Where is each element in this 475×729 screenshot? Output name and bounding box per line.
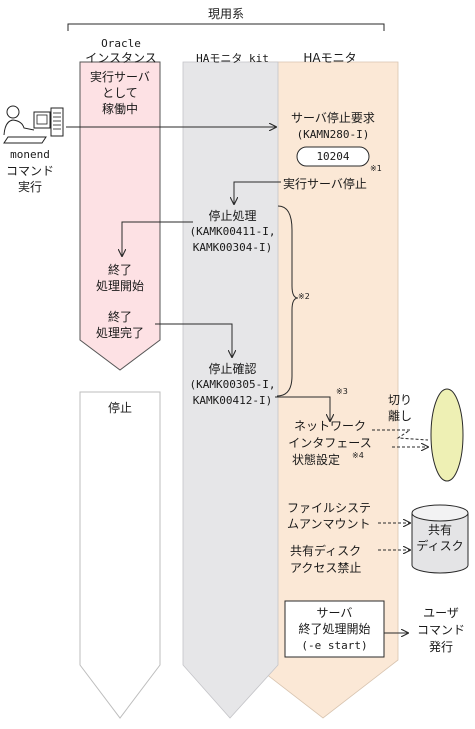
message-id: 10204 <box>316 150 350 163</box>
user-terminal-icon <box>3 105 64 144</box>
arrow-stop-process <box>122 221 193 256</box>
lan-ellipse <box>430 388 464 482</box>
oracle-running-line2: として <box>102 86 138 100</box>
kit-stop-confirm-line3: KAMK00412-I) <box>192 394 273 407</box>
user-cmd-line2: コマンド <box>416 623 465 637</box>
kit-stop-confirm-line2: (KAMK00305-I, <box>189 378 276 391</box>
hamon-network-line1: ネットワーク <box>293 419 366 433</box>
kit-stop-process-line2: (KAMK00411-I, <box>189 225 276 238</box>
hamon-disk-ban-line2: アクセス禁止 <box>290 561 362 575</box>
hamon-network-line3: 状態設定 <box>292 453 341 467</box>
hamon-unmount-line1: ファイルシステ <box>287 501 372 515</box>
note-1: ※1 <box>370 164 382 173</box>
arrow-exec-stop <box>234 181 281 204</box>
oracle-end-done-line1: 終了 <box>107 310 132 324</box>
message-id-box <box>296 146 370 167</box>
hamon-unmount-line2: ムアンマウント <box>287 517 371 531</box>
user-cmd-line1: ユーザ <box>423 606 459 620</box>
server-end-line1: サーバ <box>316 606 353 620</box>
user-command: monend <box>10 148 50 161</box>
oracle-title-line1: Oracle <box>101 37 141 50</box>
oracle-running-line3: 稼働中 <box>101 102 138 116</box>
oracle-stopped: 停止 <box>107 401 132 415</box>
detach-link <box>372 429 429 441</box>
hamon-disk-ban-line1: 共有ディスク <box>290 544 362 558</box>
note-2: ※2 <box>298 292 310 301</box>
hamon-stop-request-line1: サーバ停止要求 <box>291 111 375 125</box>
user-exec-line1: コマンド <box>5 164 54 178</box>
hamon-network-line2: インタフェース <box>288 436 372 450</box>
oracle-end-start-line1: 終了 <box>107 263 132 277</box>
user-cmd-line3: 発行 <box>428 640 453 654</box>
kit-stop-process-line1: 停止処理 <box>208 209 257 223</box>
oracle-end-done-line2: 処理完了 <box>95 326 144 340</box>
shared-disk-icon <box>411 504 469 574</box>
disk-label-line2: ディスク <box>416 539 464 553</box>
disk-label-line1: 共有 <box>427 523 452 537</box>
system-bracket <box>67 23 385 31</box>
detach-label-line1: 切り <box>388 393 413 407</box>
hamon-title: HAモニタ <box>303 51 357 65</box>
kit-title: HAモニタ kit <box>196 52 269 65</box>
hamon-stop-request-line2: (KAMN280-I) <box>296 128 370 141</box>
oracle-column-stopped <box>79 391 161 719</box>
arrow-end-done <box>155 323 232 357</box>
server-end-line2: 終了処理開始 <box>298 622 371 636</box>
note-4: ※4 <box>352 451 364 460</box>
hamon-exec-server-stop: 実行サーバ停止 <box>283 177 367 191</box>
server-end-box <box>284 600 385 658</box>
kit-column <box>182 61 279 719</box>
oracle-running-line1: 実行サーバ <box>90 70 150 84</box>
server-end-line3: (-e start) <box>301 639 368 652</box>
arrow-stop-confirm <box>275 396 330 421</box>
system-title: 現用系 <box>207 7 244 21</box>
oracle-end-start-line2: 処理開始 <box>95 279 144 293</box>
kit-stop-confirm-line1: 停止確認 <box>208 362 257 376</box>
oracle-title-line2: インスタンス <box>85 51 157 65</box>
note-3: ※3 <box>336 387 348 396</box>
oracle-column-active <box>79 61 161 371</box>
kit-stop-process-line3: KAMK00304-I) <box>192 241 273 254</box>
brace-n2 <box>276 205 299 397</box>
detach-label-line2: 離し <box>388 409 413 423</box>
user-exec-line2: 実行 <box>17 180 42 194</box>
